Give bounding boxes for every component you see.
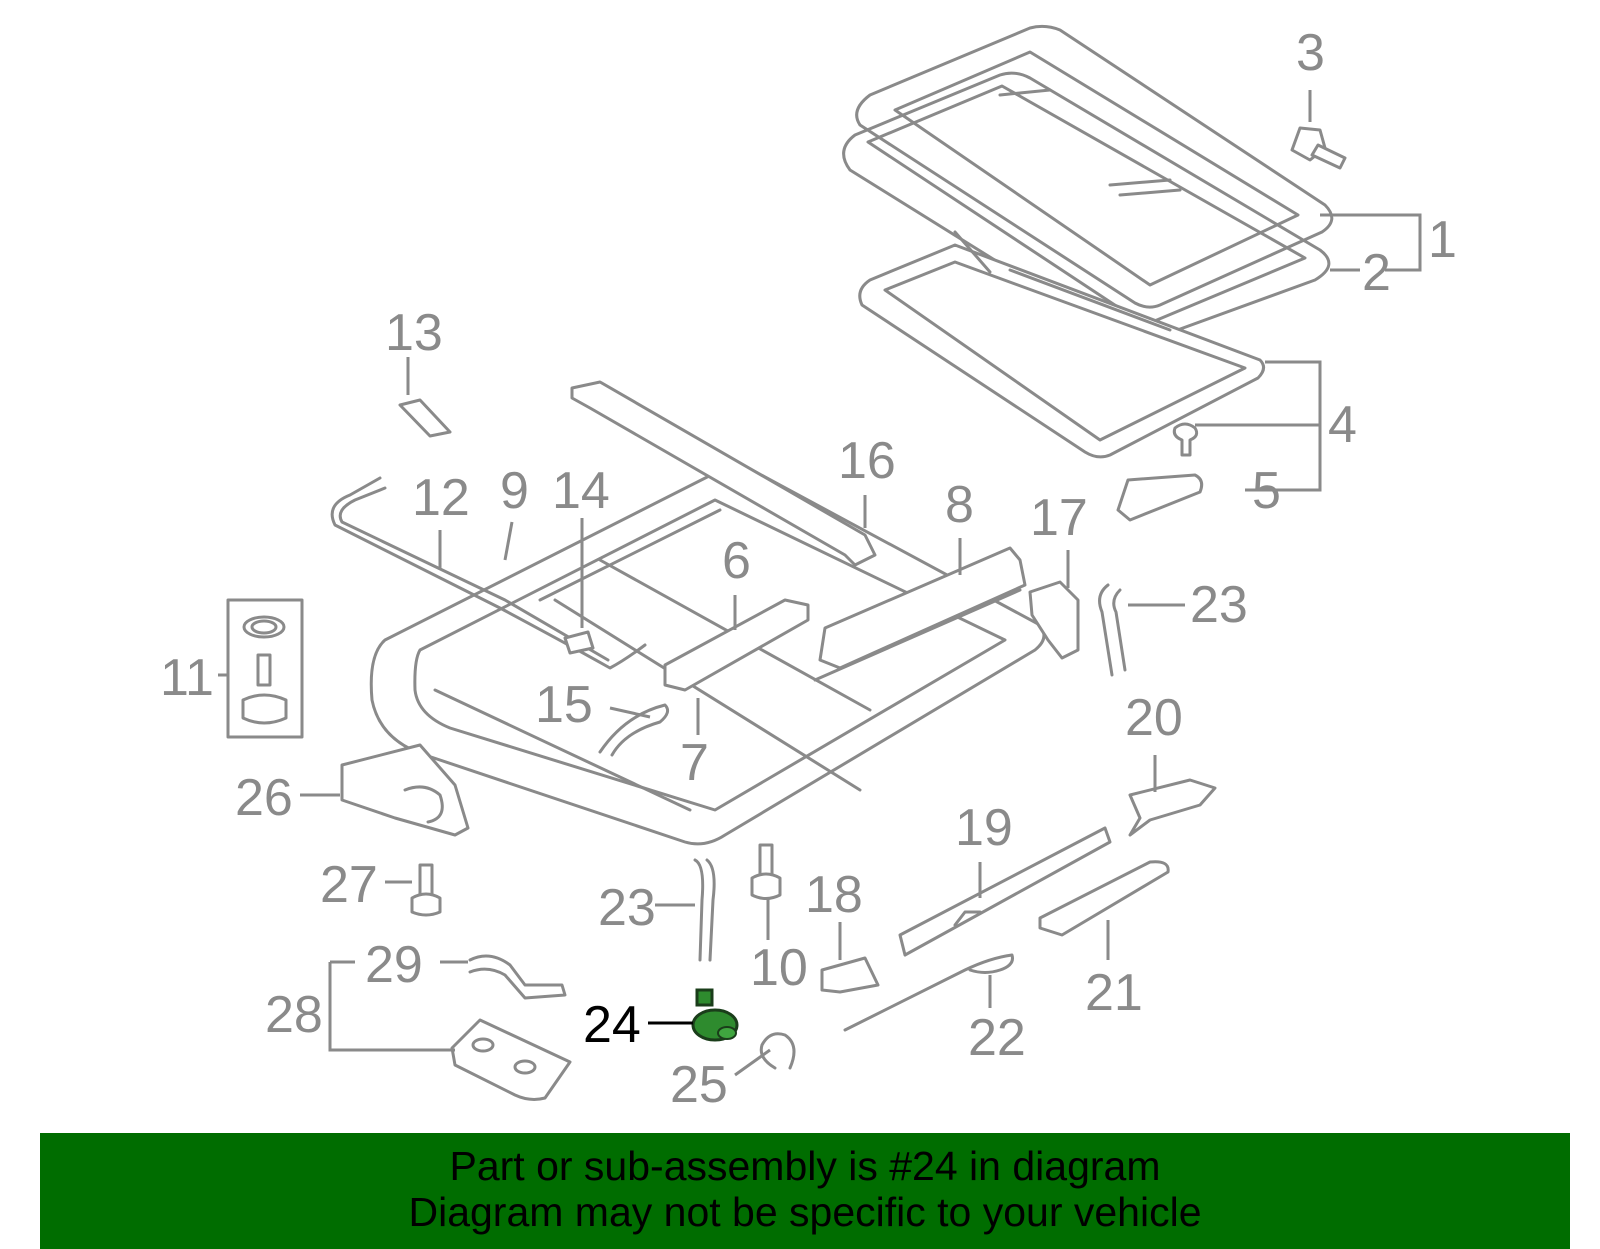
banner-line-1: Part or sub-assembly is #24 in diagram: [449, 1143, 1161, 1189]
callout-12[interactable]: 12: [412, 469, 470, 527]
part-25-clip[interactable]: [759, 1032, 796, 1070]
part-29-cable[interactable]: [468, 954, 567, 1000]
part-11-kit[interactable]: [226, 598, 304, 739]
callout-4[interactable]: 4: [1328, 396, 1357, 454]
callout-14[interactable]: 14: [552, 462, 610, 520]
callout-labels: 1 2 3 4 5 6 7 8 9 10 11 12 13 14 15 16 1…: [160, 24, 1457, 1114]
callout-16[interactable]: 16: [838, 432, 896, 490]
callout-20[interactable]: 20: [1125, 689, 1183, 747]
part-17-bracket[interactable]: [1028, 580, 1080, 660]
callout-28[interactable]: 28: [265, 986, 323, 1044]
callout-6[interactable]: 6: [722, 532, 751, 590]
part-28-plate[interactable]: [450, 1018, 572, 1101]
callout-23-lower[interactable]: 23: [598, 879, 656, 937]
part-3-bolt[interactable]: [1290, 126, 1347, 170]
callout-3[interactable]: 3: [1296, 24, 1325, 82]
callout-1[interactable]: 1: [1428, 211, 1457, 269]
part-13-bracket[interactable]: [398, 398, 452, 438]
callout-9[interactable]: 9: [500, 462, 529, 520]
part-18-bracket[interactable]: [820, 956, 880, 994]
part-26-motor[interactable]: [340, 743, 470, 837]
part-23-hose-lower[interactable]: [693, 858, 716, 962]
callout-25[interactable]: 25: [670, 1056, 728, 1114]
callout-24-highlighted[interactable]: 24: [583, 996, 641, 1054]
part-4-clip[interactable]: [1172, 422, 1199, 457]
part-6-guide[interactable]: [663, 598, 810, 692]
leader-lines: [218, 90, 1422, 1077]
callout-2[interactable]: 2: [1362, 244, 1391, 302]
part-22-cable[interactable]: [843, 953, 1014, 1032]
callout-26[interactable]: 26: [235, 769, 293, 827]
callout-10[interactable]: 10: [750, 939, 808, 997]
callout-21[interactable]: 21: [1085, 964, 1143, 1022]
callout-18[interactable]: 18: [805, 866, 863, 924]
part-19-rail[interactable]: [898, 826, 1112, 957]
callout-19[interactable]: 19: [955, 799, 1013, 857]
part-16-rail[interactable]: [570, 380, 877, 567]
callout-7[interactable]: 7: [680, 734, 709, 792]
part-8-track[interactable]: [813, 546, 1027, 682]
part-23-hose-upper[interactable]: [1098, 583, 1127, 677]
part-27-bolt[interactable]: [410, 863, 442, 917]
part-15-seal[interactable]: [598, 703, 670, 757]
callout-17[interactable]: 17: [1030, 489, 1088, 547]
part-21-rail[interactable]: [1038, 860, 1170, 937]
callout-11[interactable]: 11: [160, 649, 214, 707]
callout-5[interactable]: 5: [1252, 462, 1281, 520]
part-14-clip[interactable]: [563, 630, 595, 655]
callout-15[interactable]: 15: [535, 676, 593, 734]
part-20-bracket[interactable]: [1128, 778, 1217, 837]
callout-13[interactable]: 13: [385, 304, 443, 362]
part-24-grommet-highlighted[interactable]: [691, 988, 739, 1042]
callout-22[interactable]: 22: [968, 1009, 1026, 1067]
part-2-seal[interactable]: [842, 71, 1331, 344]
part-5-deflector[interactable]: [1116, 473, 1204, 522]
part-info-banner: Part or sub-assembly is #24 in diagram D…: [40, 1133, 1570, 1249]
callout-8[interactable]: 8: [945, 476, 974, 534]
callout-29[interactable]: 29: [365, 936, 423, 994]
callout-27[interactable]: 27: [320, 856, 378, 914]
banner-line-2: Diagram may not be specific to your vehi…: [408, 1189, 1202, 1235]
part-10-bolt[interactable]: [750, 843, 782, 900]
callout-23-upper[interactable]: 23: [1190, 576, 1248, 634]
part-4-frame[interactable]: [858, 230, 1265, 459]
